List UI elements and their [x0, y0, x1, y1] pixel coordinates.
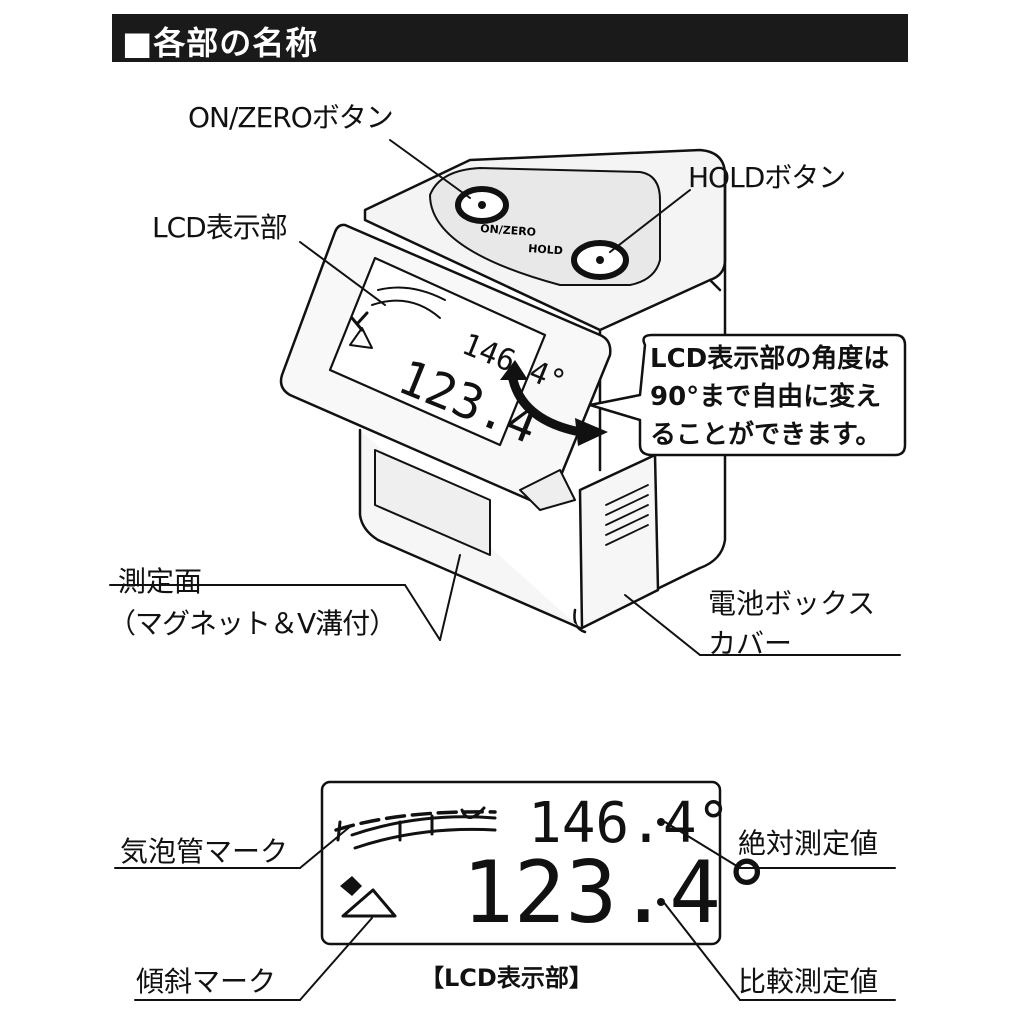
bubble-mark-arc [353, 827, 497, 850]
label-bubble-mark: 気泡管マーク [120, 835, 289, 868]
callout-bubble [588, 333, 907, 457]
callout-line-2: 90°まで自由に変え [650, 382, 882, 412]
label-relative-value: 比較測定値 [738, 965, 879, 998]
label-tilt-mark: 傾斜マーク [136, 965, 277, 998]
lcd-detail-frame [320, 780, 722, 946]
relative-reading: 123.4° [462, 843, 773, 943]
label-battery-cover: 電池ボックス [708, 587, 876, 620]
battery-cover [578, 453, 660, 630]
label-absolute-value: 絶対測定値 [738, 827, 879, 860]
callout-line-3: ることができます。 [650, 420, 882, 450]
label-measuring-surface-note: （マグネット＆V溝付） [108, 607, 397, 640]
callout-line-1: LCD表示部の角度は [650, 344, 890, 374]
section-header: ■各部の名称 [112, 14, 908, 62]
on-zero-print: ON/ZERO [480, 222, 537, 239]
section-title: ■各部の名称 [122, 24, 319, 62]
hold-print: HOLD [528, 242, 564, 257]
label-lcd-display: LCD表示部 [152, 211, 288, 244]
absolute-reading: 146.4° [528, 791, 730, 856]
lcd-detail-caption: 【LCD表示部】 [420, 964, 593, 992]
label-measuring-surface: 測定面 [118, 565, 203, 598]
callout-text: LCD表示部の角度は 90°まで自由に変え ることができます。 [650, 340, 900, 454]
tilt-mark-triangle [341, 888, 397, 918]
label-hold-button: HOLDボタン [688, 161, 846, 194]
label-on-zero-button: ON/ZEROボタン [188, 101, 394, 134]
tilt-mark-diamond [340, 876, 362, 896]
label-battery-cover-2: カバー [708, 627, 793, 660]
